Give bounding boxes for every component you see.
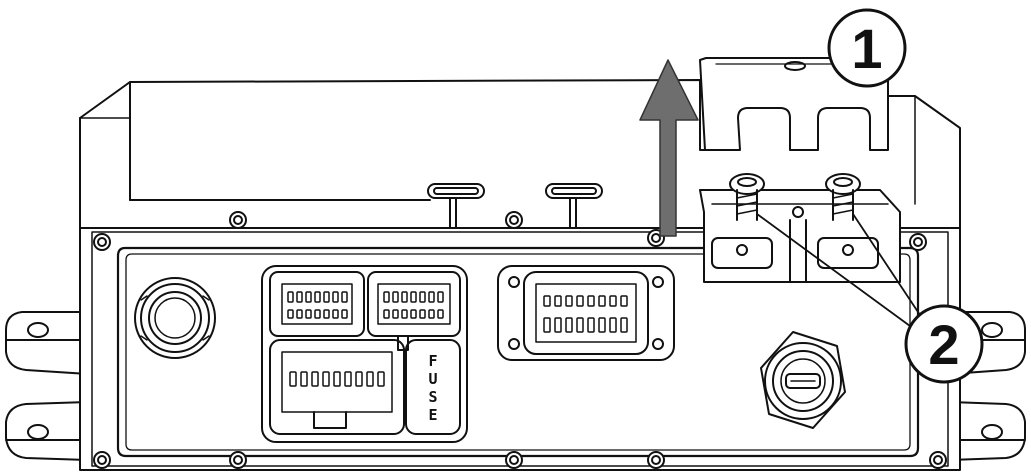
connector-pin [296,309,303,319]
connector-pin [543,317,551,333]
circular-port [760,331,846,429]
front-screw [505,211,523,229]
connector-pin [383,291,390,303]
connector-pin [322,371,330,387]
connector-pin [401,291,408,303]
connector-pin [437,309,444,319]
callout-2-label: 2 [928,313,959,376]
front-screw [229,211,247,229]
fuse-label: F U S E [428,352,437,424]
connector-pin [314,291,321,303]
connector-pin [576,317,584,333]
up-arrow-icon [639,59,699,237]
connector-pin [419,291,426,303]
connector-pin [332,309,339,319]
connector-pin [554,295,562,307]
connector-pin [620,317,628,333]
screw-icon [729,173,765,221]
connector-pin [296,291,303,303]
connector-middle [497,265,675,361]
connector-pin [554,317,562,333]
connector-pin [344,371,352,387]
connector-pin [323,309,330,319]
round-connector [134,277,216,359]
fuse-letter-1: F [428,352,437,370]
connector-pin [609,295,617,307]
connector-pin [392,291,399,303]
connector-pin [287,291,294,303]
connector-pin [587,317,595,333]
front-screw [93,233,111,251]
front-screw [929,451,947,469]
connector-pin [419,309,426,319]
callout-1: 1 [827,8,907,88]
connector-pin [332,291,339,303]
connector-pin [383,309,390,319]
connector-pin [287,309,294,319]
front-screw [505,451,523,469]
connector-pin [437,291,444,303]
connector-pin [341,291,348,303]
connector-pin [300,371,308,387]
connector-pin [377,371,385,387]
fuse-letter-3: S [428,388,437,406]
connector-pin [543,295,551,307]
connector-pin [428,291,435,303]
connector-pin [392,309,399,319]
connector-pin [609,317,617,333]
connector-pin [576,295,584,307]
callout-2: 2 [904,304,984,384]
connector-pin [305,291,312,303]
connector-pin [333,371,341,387]
fuse-letter-2: U [428,370,437,388]
connector-pin [410,309,417,319]
callout-1-label: 1 [851,17,882,80]
fuse-letter-4: E [428,406,437,424]
connector-block-left [261,265,468,443]
front-screw [647,451,665,469]
connector-pin [366,371,374,387]
connector-pin [620,295,628,307]
connector-pin [410,291,417,303]
front-screw [229,451,247,469]
callout-2-leaders [756,213,923,327]
left-mounting-flange [5,311,89,461]
connector-pin [314,309,321,319]
connector-pin [311,371,319,387]
connector-pin [289,371,297,387]
connector-pin [341,309,348,319]
connector-pin [587,295,595,307]
front-screw [909,233,927,251]
connector-pin [598,295,606,307]
connector-pin [323,291,330,303]
connector-pin [428,309,435,319]
front-screw [93,451,111,469]
connector-pin [355,371,363,387]
connector-pin [305,309,312,319]
connector-pin [401,309,408,319]
connector-pin [598,317,606,333]
connector-pin [565,317,573,333]
connector-pin [565,295,573,307]
screw-housing [699,189,901,283]
